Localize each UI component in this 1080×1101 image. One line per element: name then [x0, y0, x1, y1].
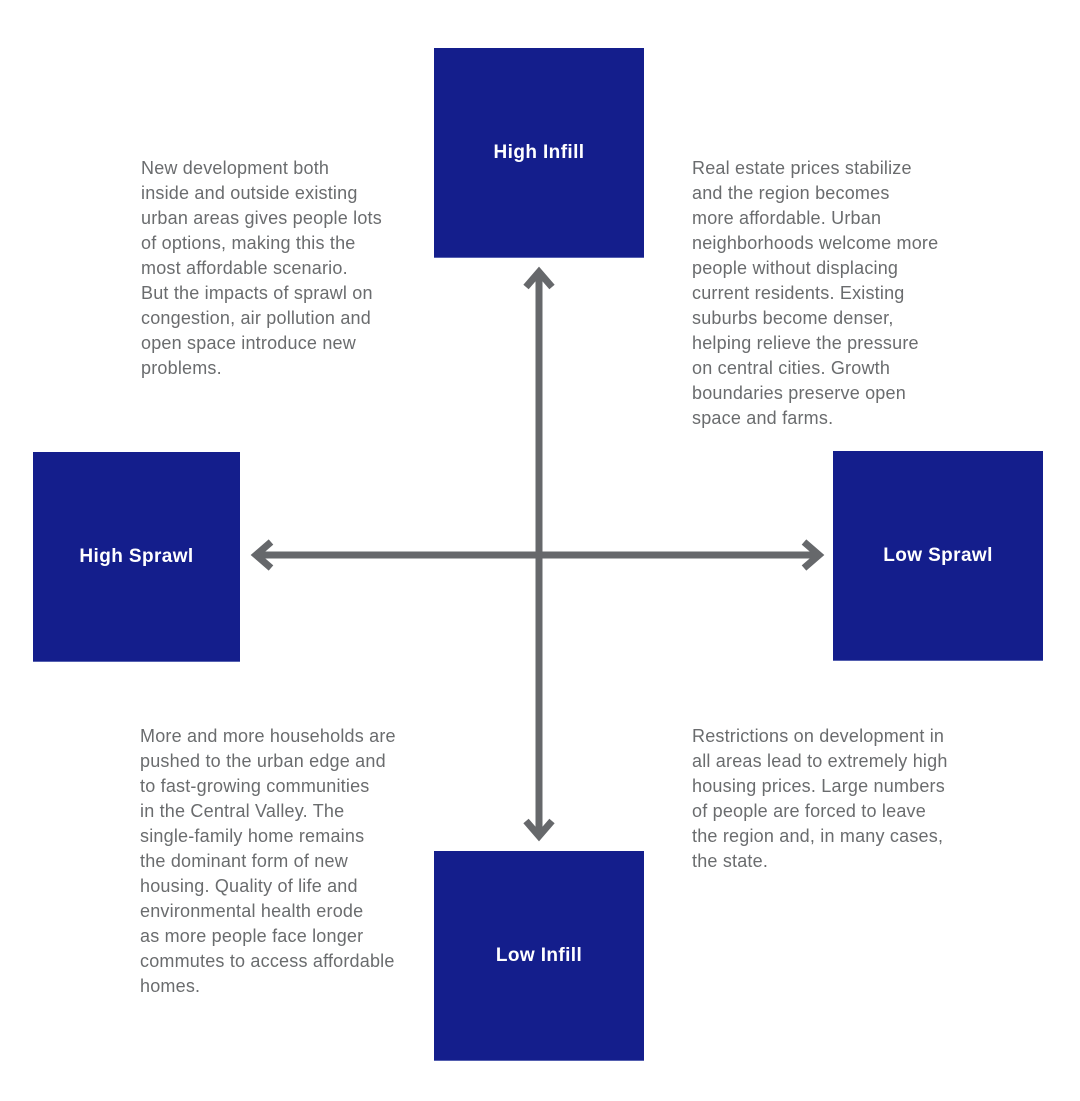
arrow-down-icon — [523, 818, 555, 842]
axis-box-label: Low Infill — [495, 944, 583, 966]
axis-box-label: Low Sprawl — [883, 544, 993, 566]
axis-box-low-sprawl: Low Sprawl — [833, 451, 1043, 661]
axis-box-high-sprawl: High Sprawl — [33, 452, 240, 662]
axis-box-high-infill: High Infill — [434, 48, 644, 258]
quadrant-text-top-right: Real estate prices stabilize and the reg… — [692, 158, 939, 428]
arrow-right-icon — [801, 539, 825, 571]
quadrant-text-bottom-right: Restrictions on development in all areas… — [692, 726, 948, 871]
quadrant-text-top-left: New development both inside and outside … — [141, 158, 382, 378]
arrow-left-icon — [250, 539, 274, 571]
axis-box-label: High Sprawl — [79, 545, 194, 567]
arrow-up-icon — [523, 266, 555, 290]
axis-box-label: High Infill — [493, 141, 585, 163]
quadrant-text-bottom-left: More and more households are pushed to t… — [140, 726, 396, 996]
axis-box-low-infill: Low Infill — [434, 851, 644, 1061]
